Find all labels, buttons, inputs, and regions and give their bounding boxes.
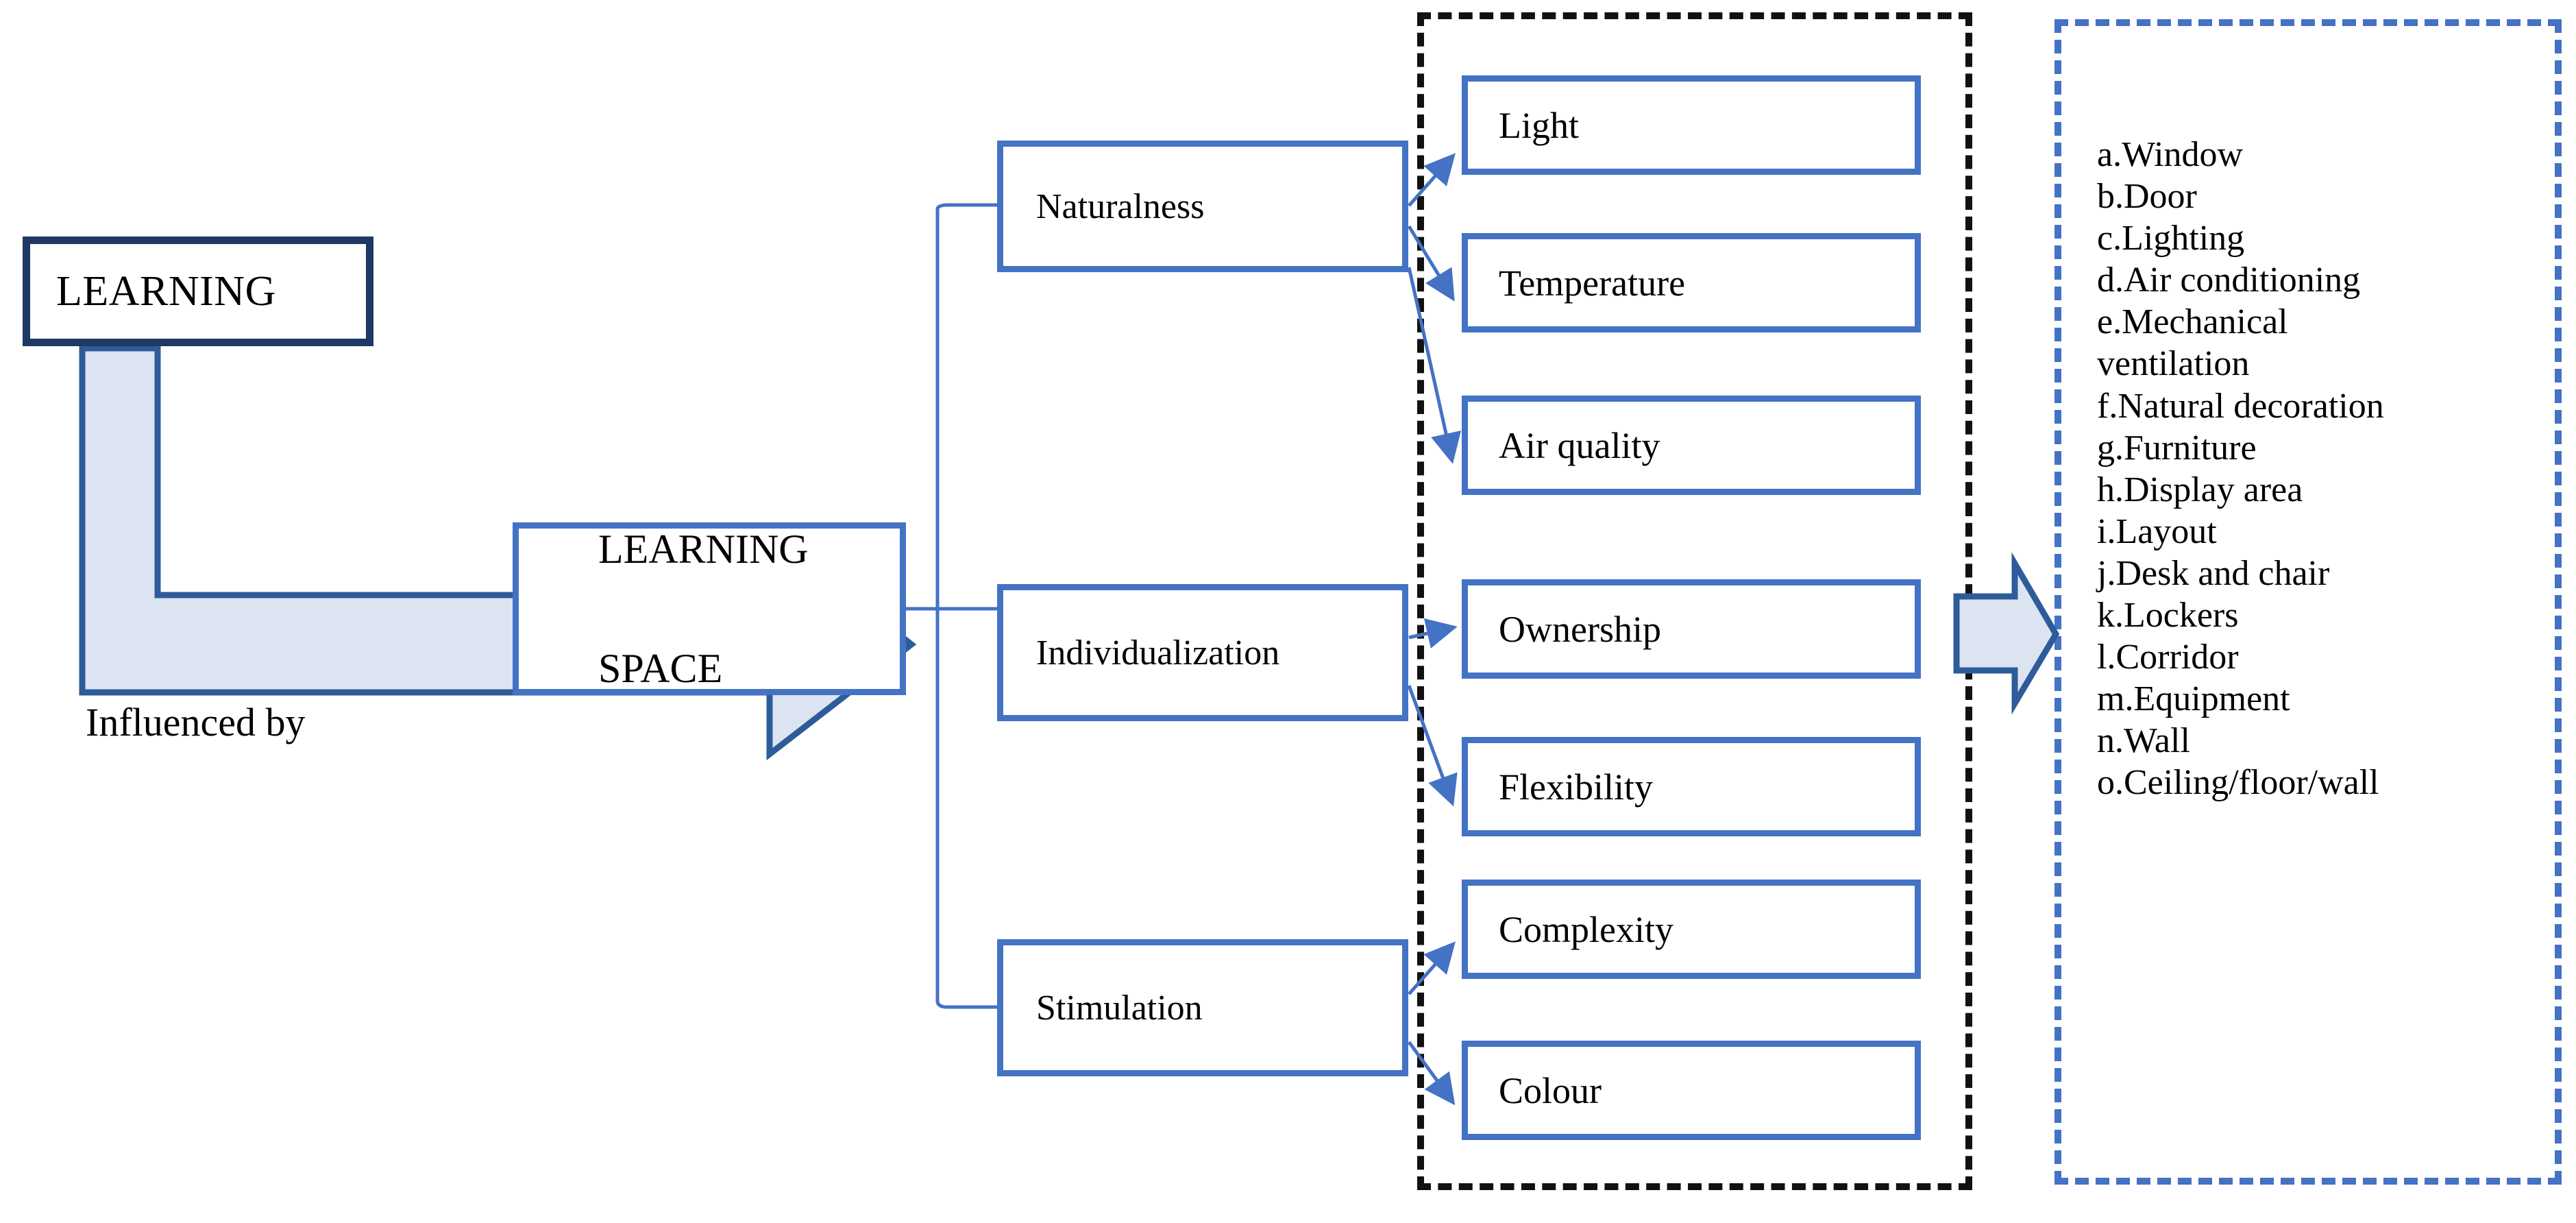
attribute-label-complexity: Complexity: [1499, 908, 1673, 950]
specification-list-item: ventilation: [2097, 344, 2250, 384]
node-attribute-colour[interactable]: Colour: [1462, 1041, 1921, 1140]
specification-list-item: d.Air conditioning: [2097, 261, 2361, 300]
node-attribute-ownership[interactable]: Ownership: [1462, 579, 1921, 679]
influenced-by-label: Influenced by: [86, 700, 306, 744]
node-learning-space[interactable]: LEARNING SPACE: [513, 522, 906, 695]
node-learning-space-line1: LEARNING: [598, 526, 809, 572]
specification-list-item: j.Desk and chair: [2097, 553, 2330, 593]
specification-list-item: b.Door: [2097, 177, 2197, 217]
category-bracket-connector: [906, 203, 997, 1009]
specification-list-item: c.Lighting: [2097, 219, 2245, 258]
attribute-label-temperature: Temperature: [1499, 262, 1686, 304]
attribute-label-colour: Colour: [1499, 1069, 1602, 1111]
attribute-label-flexibility: Flexibility: [1499, 766, 1654, 808]
node-category-stimulation[interactable]: Stimulation: [997, 939, 1408, 1076]
category-label-naturalness: Naturalness: [1036, 186, 1205, 226]
node-attribute-air-quality[interactable]: Air quality: [1462, 396, 1921, 495]
node-category-naturalness[interactable]: Naturalness: [997, 141, 1408, 272]
node-category-individualization[interactable]: Individualization: [997, 584, 1408, 721]
specification-list-item: n.Wall: [2097, 721, 2190, 761]
specification-list-item: l.Corridor: [2097, 638, 2239, 677]
node-learning-space-label: LEARNING SPACE: [519, 520, 900, 699]
specification-list-item: m.Equipment: [2097, 679, 2290, 719]
attribute-label-light: Light: [1499, 104, 1579, 146]
category-label-individualization: Individualization: [1036, 633, 1280, 673]
node-attribute-flexibility[interactable]: Flexibility: [1462, 737, 1921, 836]
node-learning-label: LEARNING: [56, 267, 276, 315]
attribute-label-air-quality: Air quality: [1499, 424, 1660, 466]
specification-list-item: k.Lockers: [2097, 596, 2239, 635]
attribute-label-ownership: Ownership: [1499, 608, 1661, 650]
specification-list-item: i.Layout: [2097, 511, 2217, 551]
specification-list-item: g.Furniture: [2097, 428, 2257, 468]
category-label-stimulation: Stimulation: [1036, 988, 1203, 1028]
specification-list-item: f.Natural decoration: [2097, 386, 2384, 426]
specification-list-item: e.Mechanical: [2097, 302, 2288, 342]
specification-list-item: o.Ceiling/floor/wall: [2097, 763, 2379, 803]
node-learning-space-line2: SPACE: [598, 645, 723, 691]
node-attribute-light[interactable]: Light: [1462, 75, 1921, 175]
specification-list-item: a.Window: [2097, 135, 2244, 174]
node-attribute-complexity[interactable]: Complexity: [1462, 880, 1921, 979]
specification-list-item: h.Display area: [2097, 470, 2303, 509]
node-attribute-temperature[interactable]: Temperature: [1462, 233, 1921, 332]
node-learning[interactable]: LEARNING: [23, 237, 373, 346]
